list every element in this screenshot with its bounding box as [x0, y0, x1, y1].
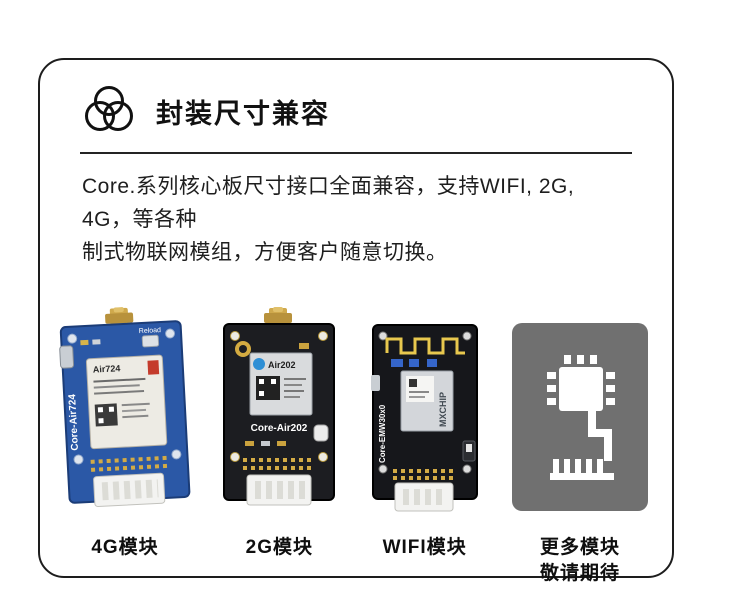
module-2g: Air202 Core-Air202	[221, 305, 337, 587]
trefoil-circles-icon	[85, 86, 133, 131]
pin-row	[90, 463, 170, 472]
mxchip-shield: MXCHIP	[400, 370, 454, 432]
module-4g-board-image: Reload Air724	[59, 307, 191, 508]
reload-button-part	[141, 334, 160, 348]
divider	[80, 152, 632, 154]
board-name-vertical: Core-EMW30x0	[378, 404, 387, 463]
bottom-connector	[394, 482, 454, 512]
module-2g-label: 2G模块	[245, 537, 313, 558]
board-name-vertical: Core-Air724	[67, 393, 81, 451]
feature-card: 封装尺寸兼容 Core.系列核心板尺寸接口全面兼容，支持WIFI, 2G, 4G…	[38, 58, 674, 584]
air724-shield: Air724	[85, 354, 168, 450]
side-jack	[370, 375, 380, 391]
micro-usb-port	[59, 345, 75, 369]
description-line1: Core.系列核心板尺寸接口全面兼容，支持WIFI, 2G, 4G，等各种	[82, 175, 575, 231]
module-4g: Reload Air724	[59, 305, 191, 587]
chip-label: Air202	[268, 360, 296, 370]
module-more-label: 更多模块敬请期待	[539, 537, 620, 584]
module-4g-label: 4G模块	[91, 537, 159, 558]
chip-label: MXCHIP	[438, 392, 448, 427]
chip-icon	[546, 355, 615, 411]
reload-label: Reload	[139, 327, 162, 335]
module-wifi-label: WIFI模块	[382, 537, 467, 558]
sma-connector-icon	[105, 307, 134, 326]
module-more-board-wrap	[511, 305, 648, 513]
air202-shield: Air202	[249, 352, 313, 416]
module-wifi-board-image: MXCHIP Core-EMW30x0	[370, 324, 478, 512]
description-line2: 制式物联网模组，方便客户随意切换。	[82, 241, 448, 264]
module-4g-board-wrap: Reload Air724	[59, 305, 191, 513]
module-wifi-board-wrap: MXCHIP Core-EMW30x0	[370, 305, 479, 513]
pcb-antenna-trace	[385, 337, 465, 355]
module-2g-board-image: Air202 Core-Air202	[223, 307, 336, 506]
section-title: 封装尺寸兼容	[156, 98, 330, 129]
sma-connector-icon	[264, 307, 293, 325]
placeholder-plate	[511, 323, 648, 511]
description: Core.系列核心板尺寸接口全面兼容，支持WIFI, 2G, 4G，等各种制式物…	[82, 170, 628, 269]
module-2g-board-wrap: Air202 Core-Air202	[221, 305, 337, 513]
board-name: Core-Air202	[251, 423, 308, 434]
pin-row	[90, 455, 169, 464]
microphone	[313, 424, 329, 442]
bottom-connector	[93, 472, 166, 508]
trace-line	[587, 411, 612, 461]
module-more-placeholder-image	[511, 323, 648, 511]
card-header: 封装尺寸兼容	[80, 82, 672, 140]
side-switch	[462, 440, 476, 462]
bottom-connector	[246, 474, 312, 506]
module-more: 更多模块敬请期待	[511, 305, 648, 587]
connector-footprint	[549, 459, 614, 480]
chip-label: Air724	[93, 363, 121, 374]
modules-row: Reload Air724	[59, 305, 648, 587]
module-wifi: MXCHIP Core-EMW30x0	[370, 305, 479, 587]
